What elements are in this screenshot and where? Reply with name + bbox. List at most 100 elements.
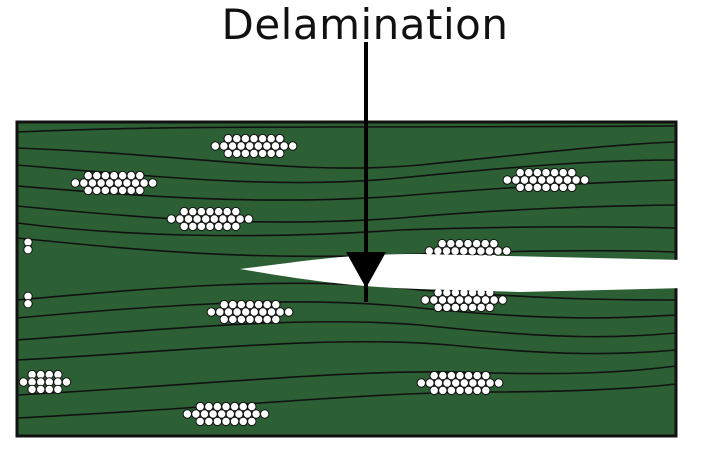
fiber bbox=[148, 178, 158, 188]
fiber bbox=[275, 133, 285, 144]
fiber bbox=[205, 221, 215, 232]
fiber bbox=[27, 384, 37, 395]
fiber bbox=[266, 148, 276, 159]
fiber bbox=[212, 416, 223, 427]
fiber bbox=[188, 221, 198, 232]
ply-line bbox=[16, 141, 677, 169]
fiber bbox=[459, 302, 469, 313]
ply-line bbox=[16, 340, 677, 361]
fiber bbox=[433, 302, 443, 313]
fiber bbox=[580, 175, 590, 185]
fiber bbox=[253, 314, 264, 325]
ply-lines bbox=[16, 125, 677, 419]
fiber bbox=[524, 182, 534, 193]
ply-line bbox=[16, 125, 677, 133]
fiber bbox=[44, 384, 54, 395]
fiber bbox=[463, 385, 474, 396]
ply-line bbox=[16, 301, 677, 319]
fiber bbox=[245, 314, 255, 325]
fiber bbox=[284, 307, 294, 317]
fiber bbox=[249, 148, 259, 159]
fiber bbox=[420, 295, 430, 305]
fiber bbox=[481, 385, 491, 396]
fiber bbox=[416, 378, 426, 388]
fiber bbox=[195, 416, 205, 427]
fiber bbox=[135, 185, 145, 196]
fiber bbox=[70, 178, 81, 188]
fiber bbox=[541, 182, 551, 193]
fiber bbox=[446, 385, 457, 396]
fiber bbox=[196, 221, 207, 232]
fiber bbox=[288, 141, 298, 151]
fiber bbox=[109, 185, 119, 196]
fiber bbox=[222, 221, 232, 232]
fiber bbox=[494, 378, 504, 388]
fiber bbox=[262, 314, 272, 325]
fiber-bundle bbox=[182, 401, 270, 427]
fiber bbox=[229, 416, 240, 427]
fiber-bundles bbox=[18, 133, 590, 427]
fiber-bundle bbox=[23, 291, 33, 309]
fiber bbox=[182, 409, 193, 419]
fiber bbox=[558, 182, 568, 193]
fiber bbox=[472, 385, 482, 396]
fiber bbox=[567, 182, 577, 193]
fiber bbox=[502, 246, 512, 256]
fiber bbox=[502, 175, 512, 185]
fiber bbox=[244, 214, 254, 224]
fiber-bundle bbox=[18, 369, 72, 395]
fiber bbox=[481, 370, 491, 381]
fiber bbox=[126, 185, 136, 196]
fiber bbox=[23, 299, 33, 309]
fiber bbox=[247, 401, 257, 412]
fiber bbox=[53, 384, 63, 395]
fiber bbox=[429, 385, 439, 396]
fiber bbox=[210, 141, 221, 151]
fiber-bundle bbox=[206, 299, 294, 325]
fiber bbox=[18, 377, 29, 387]
fiber bbox=[206, 307, 217, 317]
fiber bbox=[247, 416, 257, 427]
fiber bbox=[532, 182, 543, 193]
fiber-bundle bbox=[210, 133, 298, 159]
fiber bbox=[476, 302, 486, 313]
fiber bbox=[223, 148, 233, 159]
fiber-bundle bbox=[23, 237, 33, 255]
fiber bbox=[135, 170, 145, 181]
fiber bbox=[213, 221, 224, 232]
delamination-gap bbox=[240, 254, 685, 292]
fiber bbox=[204, 416, 214, 427]
fiber bbox=[260, 409, 270, 419]
fiber bbox=[489, 238, 499, 249]
fiber bbox=[100, 185, 111, 196]
fiber bbox=[92, 185, 102, 196]
fiber-bundle bbox=[502, 167, 590, 193]
arrow-head bbox=[346, 252, 386, 288]
fiber bbox=[221, 416, 231, 427]
delamination-label: Delamination bbox=[221, 0, 509, 49]
fiber bbox=[275, 148, 285, 159]
fiber bbox=[567, 167, 577, 178]
fiber bbox=[485, 302, 495, 313]
ply-line bbox=[16, 383, 677, 419]
fiber bbox=[271, 299, 281, 310]
fiber bbox=[231, 206, 241, 217]
fiber bbox=[424, 246, 434, 256]
fiber bbox=[23, 245, 33, 255]
fiber bbox=[438, 385, 448, 396]
fiber-bundle bbox=[416, 370, 504, 396]
fiber bbox=[240, 148, 251, 159]
ply-line bbox=[16, 320, 677, 341]
fiber bbox=[455, 385, 465, 396]
fiber bbox=[238, 416, 248, 427]
fiber bbox=[442, 302, 452, 313]
fiber bbox=[549, 182, 560, 193]
fiber-bundle bbox=[70, 170, 158, 196]
fiber bbox=[231, 221, 241, 232]
ply-line bbox=[16, 204, 677, 223]
fiber bbox=[450, 302, 461, 313]
fiber bbox=[515, 182, 525, 193]
fiber bbox=[36, 384, 46, 395]
fiber bbox=[61, 377, 72, 387]
